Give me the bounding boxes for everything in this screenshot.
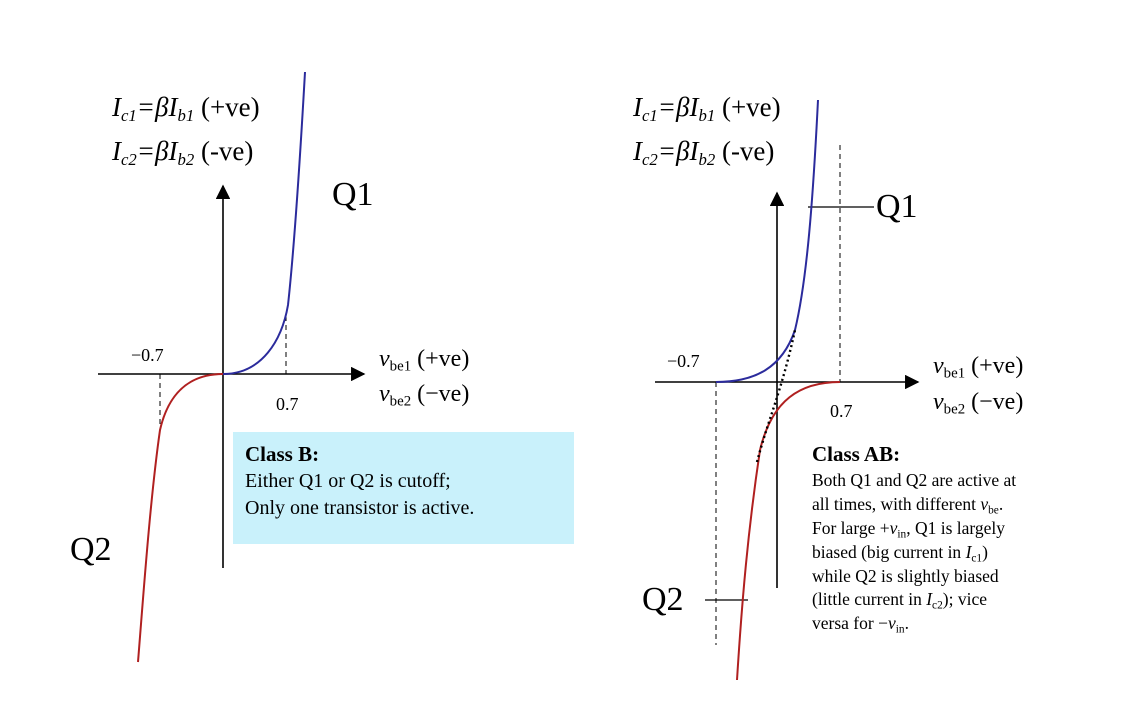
right-q1-label: Q1 — [876, 188, 918, 225]
class-ab-line5: while Q2 is slightly biased — [812, 565, 999, 586]
class-ab-title: Class AB: — [812, 442, 901, 466]
class-b-note: Class B: Either Q1 or Q2 is cutoff; Only… — [233, 432, 574, 544]
left-tick-pos-label: 0.7 — [276, 394, 299, 414]
right-xlabel-q2: vbe2 (−ve) — [933, 389, 1024, 418]
class-ab-line2: all times, with different vbe. — [812, 494, 1004, 517]
class-ab-line7: versa for −vin. — [812, 613, 909, 636]
right-q2-label: Q2 — [642, 581, 684, 618]
right-xlabel-q1: vbe1 (+ve) — [933, 353, 1024, 382]
right-ylabel-q2: Ic2=βIb2 (-ve) — [633, 136, 775, 170]
class-b-line2: Only one transistor is active. — [245, 497, 475, 520]
right-tick-neg-label: −0.7 — [667, 351, 700, 371]
right-q1-curve — [715, 99, 819, 383]
left-q2-curve — [137, 373, 224, 663]
right-tick-pos-label: 0.7 — [830, 401, 853, 421]
class-ab-line3: For large +vin, Q1 is largely — [812, 517, 1006, 541]
left-tick-neg-label: −0.7 — [131, 345, 164, 365]
left-q2-label: Q2 — [70, 531, 112, 568]
left-ylabel-q2: Ic2=βIb2 (-ve) — [112, 136, 254, 170]
class-ab-line6: (little current in Ic2); vice — [812, 589, 987, 612]
class-ab-line4: biased (big current in Ic1) — [812, 541, 988, 565]
class-ab-line1: Both Q1 and Q2 are active at — [812, 470, 1017, 491]
left-ylabel-q1: Ic1=βIb1 (+ve) — [112, 92, 260, 126]
class-ab-note: Class AB: Both Q1 and Q2 are active at a… — [812, 440, 1112, 636]
right-ylabel-q1: Ic1=βIb1 (+ve) — [633, 92, 781, 126]
left-q1-curve — [222, 71, 306, 375]
class-b-line1: Either Q1 or Q2 is cutoff; — [245, 470, 451, 493]
left-xlabel-q2: vbe2 (−ve) — [379, 381, 470, 410]
left-q1-label: Q1 — [332, 176, 374, 213]
right-q2-curve — [736, 381, 841, 681]
right-combined-dotted — [755, 329, 797, 463]
class-b-title: Class B: — [245, 442, 320, 466]
left-xlabel-q1: vbe1 (+ve) — [379, 346, 470, 375]
